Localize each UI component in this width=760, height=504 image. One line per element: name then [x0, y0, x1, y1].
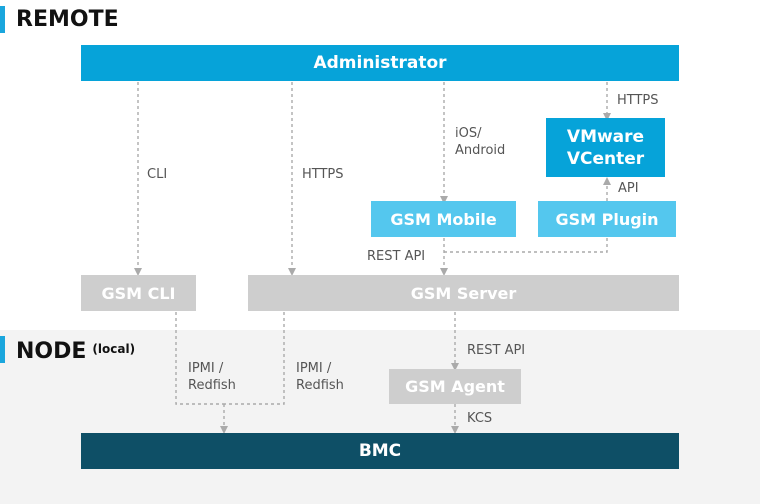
- label-admin-mobile: iOS/ Android: [455, 125, 505, 159]
- vmware-label-line2: VCenter: [566, 148, 645, 169]
- label-admin-mobile-line2: Android: [455, 143, 506, 158]
- gsm-cli-box: GSM CLI: [81, 275, 196, 311]
- connector-cli-bmc: [175, 312, 224, 405]
- label-server-agent-text: REST API: [467, 343, 526, 358]
- vmware-vcenter-box: VMware VCenter: [546, 118, 665, 177]
- gsm-agent-label: GSM Agent: [405, 377, 505, 396]
- label-server-bmc-line2: Redfish: [296, 378, 344, 393]
- gsm-cli-label: GSM CLI: [101, 283, 176, 303]
- remote-section-title: REMOTE: [16, 6, 119, 33]
- label-cli-bmc: IPMI / Redfish: [188, 360, 236, 394]
- gsm-server-label: GSM Server: [410, 283, 517, 303]
- node-section-band: [0, 330, 760, 504]
- label-admin-server-text: HTTPS: [302, 167, 344, 182]
- label-server-bmc-line1: IPMI /: [296, 361, 332, 376]
- label-plugin-vcenter-text: API: [618, 181, 639, 196]
- label-admin-vcenter: HTTPS: [617, 92, 659, 109]
- node-section-title: NODE (local): [16, 336, 135, 365]
- label-admin-vcenter-text: HTTPS: [617, 93, 659, 108]
- gsm-agent-box: GSM Agent: [389, 369, 521, 404]
- remote-title-text: REMOTE: [16, 7, 119, 32]
- label-agent-bmc-text: KCS: [467, 411, 493, 426]
- label-admin-server: HTTPS: [302, 166, 344, 183]
- label-mobile-server-text: REST API: [367, 249, 426, 264]
- gsm-mobile-label: GSM Mobile: [390, 209, 497, 229]
- connector-plugin-merge: [444, 238, 608, 253]
- remote-section-marker: [0, 6, 5, 33]
- label-server-agent: REST API: [467, 342, 525, 359]
- administrator-box: Administrator: [81, 45, 679, 81]
- label-admin-cli: CLI: [147, 166, 167, 183]
- node-subtitle: (local): [92, 342, 136, 356]
- label-plugin-vcenter: API: [618, 180, 639, 197]
- vmware-label-line1: VMware: [566, 126, 645, 147]
- gsm-plugin-box: GSM Plugin: [538, 201, 676, 237]
- label-admin-cli-text: CLI: [147, 167, 168, 182]
- label-agent-bmc: KCS: [467, 410, 492, 427]
- gsm-plugin-label: GSM Plugin: [555, 209, 659, 229]
- label-server-bmc: IPMI / Redfish: [296, 360, 344, 394]
- administrator-label: Administrator: [313, 53, 447, 73]
- label-mobile-server: REST API: [367, 248, 425, 265]
- gsm-mobile-box: GSM Mobile: [371, 201, 516, 237]
- bmc-label: BMC: [358, 441, 402, 461]
- label-admin-mobile-line1: iOS/: [455, 126, 482, 141]
- node-title-text: NODE: [16, 339, 87, 364]
- connector-server-bmc: [224, 312, 285, 405]
- node-section-marker: [0, 336, 5, 363]
- gsm-server-box: GSM Server: [248, 275, 679, 311]
- bmc-box: BMC: [81, 433, 679, 469]
- label-cli-bmc-line1: IPMI /: [188, 361, 224, 376]
- label-cli-bmc-line2: Redfish: [188, 378, 236, 393]
